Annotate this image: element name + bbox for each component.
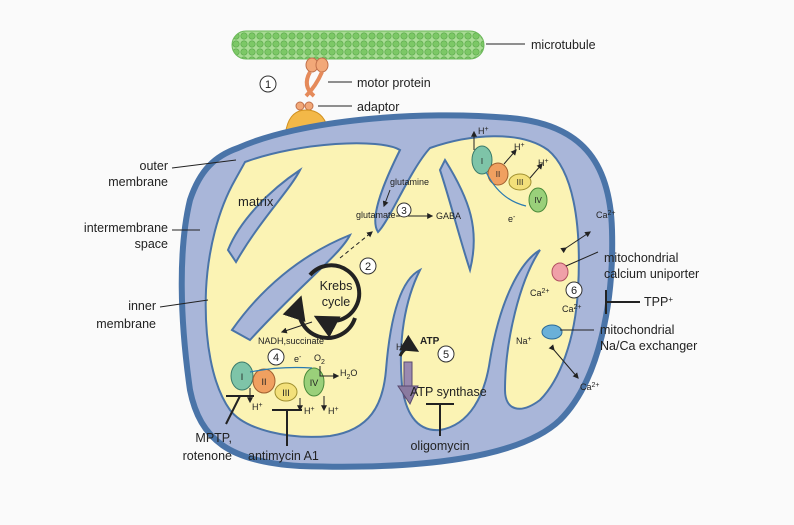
glutamate-label: glutamate bbox=[356, 210, 396, 220]
na-ca-exchanger bbox=[542, 325, 562, 339]
intermembrane-label-1: intermembrane bbox=[84, 221, 168, 235]
step-6: 6 bbox=[571, 285, 577, 297]
nadh-label: NADH,succinate bbox=[258, 336, 324, 346]
adaptor-label: adaptor bbox=[357, 100, 399, 114]
mptp-label-1: MPTP, bbox=[195, 431, 232, 445]
atp-label: ATP bbox=[420, 336, 440, 347]
uniporter-label-1: mitochondrial bbox=[604, 251, 678, 265]
inner-membrane-label-1: inner bbox=[128, 299, 156, 313]
step-5: 5 bbox=[443, 349, 449, 361]
complex-iv-t-label: IV bbox=[534, 196, 542, 205]
complex-iii-t-label: III bbox=[517, 178, 524, 187]
exchanger-label-2: Na/Ca exchanger bbox=[600, 339, 697, 353]
complex-ii-b-label: II bbox=[261, 377, 266, 387]
ca-label-4: Ca2+ bbox=[580, 382, 600, 392]
krebs-label-2: cycle bbox=[322, 295, 351, 309]
matrix-label: matrix bbox=[238, 194, 274, 209]
uniporter-label-2: calcium uniporter bbox=[604, 267, 699, 281]
microtubule-label: microtubule bbox=[531, 38, 596, 52]
outer-membrane-label-2: membrane bbox=[108, 175, 168, 189]
step-4: 4 bbox=[273, 352, 279, 364]
exchanger-label-1: mitochondrial bbox=[600, 323, 674, 337]
step-3: 3 bbox=[401, 206, 407, 217]
atp-synthase-label: ATP synthase bbox=[410, 385, 487, 399]
tpp-label: TPP+ bbox=[644, 295, 673, 309]
inner-membrane-label-2: membrane bbox=[96, 317, 156, 331]
complex-i-t-label: I bbox=[481, 157, 483, 166]
calcium-uniporter bbox=[552, 263, 568, 281]
complex-ii-t-label: II bbox=[496, 170, 500, 179]
krebs-label-1: Krebs bbox=[320, 279, 353, 293]
complex-iv-b-label: IV bbox=[310, 378, 319, 388]
glutamine-label: glutamine bbox=[390, 177, 429, 187]
complex-i-b-label: I bbox=[241, 372, 244, 382]
step-1: 1 bbox=[265, 79, 271, 91]
complex-iii-b-label: III bbox=[282, 388, 290, 398]
gaba-label: GABA bbox=[436, 211, 461, 221]
oligomycin-label: oligomycin bbox=[410, 439, 469, 453]
microtubule bbox=[232, 31, 484, 59]
intermembrane-label-2: space bbox=[135, 237, 168, 251]
motor-protein bbox=[306, 58, 328, 96]
outer-membrane-label-1: outer bbox=[140, 159, 169, 173]
motor-protein-label: motor protein bbox=[357, 76, 431, 90]
mptp-label-2: rotenone bbox=[183, 449, 232, 463]
antimycin-label: antimycin A1 bbox=[248, 449, 319, 463]
step-2: 2 bbox=[365, 261, 371, 273]
